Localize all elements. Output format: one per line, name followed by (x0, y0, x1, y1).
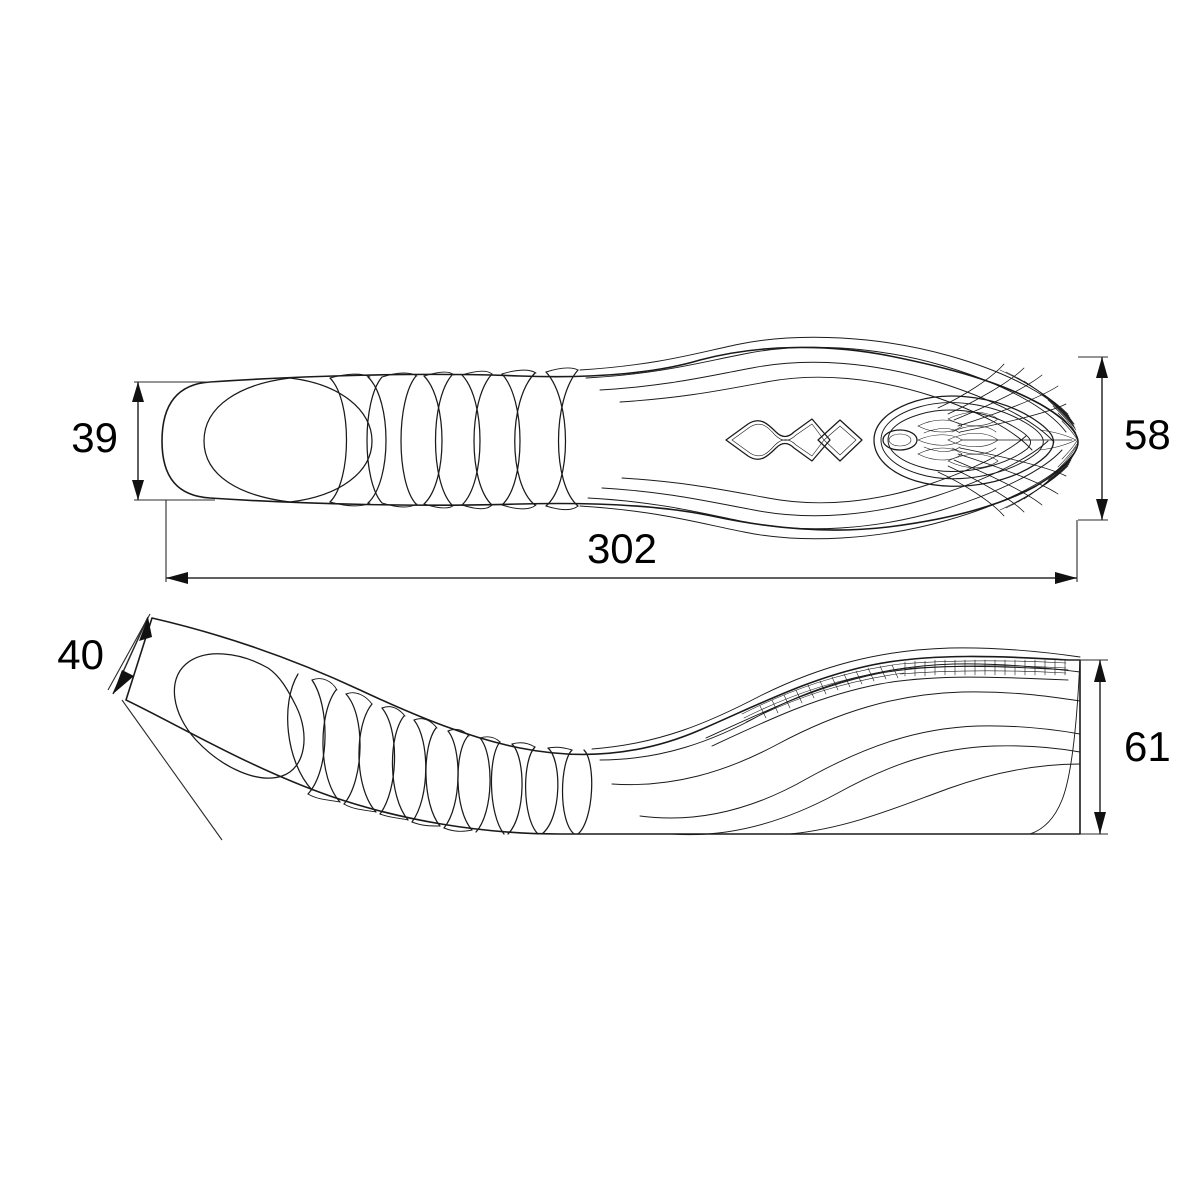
dimension-61: 61 (1000, 659, 1171, 835)
dimension-label-39: 39 (71, 414, 118, 461)
top-view-toe-ellipse (203, 377, 373, 503)
arrow-up-40 (139, 617, 152, 641)
side-view-rib-bands (287, 673, 593, 835)
side-view-scallop-edges (307, 678, 573, 832)
arrow-left-302 (166, 572, 188, 584)
arrow-down-39 (132, 480, 144, 500)
dimension-label-302: 302 (587, 525, 657, 572)
side-view-contour-lines (591, 647, 1081, 836)
arrow-down-61 (1094, 812, 1106, 834)
dimension-label-61: 61 (1124, 723, 1171, 770)
side-view-heel-hatch-band (741, 659, 1067, 723)
fan-rays (937, 363, 1078, 517)
arrow-up-58 (1096, 357, 1108, 378)
top-view-scallop-edges (329, 367, 579, 511)
single-diamond-motif (817, 419, 863, 462)
dimension-40: 40 (57, 613, 223, 841)
top-view-lower-swoosh-lines (579, 435, 1073, 540)
arrow-up-39 (132, 382, 144, 402)
top-view-rib-bands (329, 369, 579, 507)
side-view-toe-capsule (173, 653, 305, 779)
dimension-39: 39 (71, 381, 215, 501)
dimension-58: 58 (1078, 356, 1171, 521)
arrow-down-40 (113, 670, 134, 694)
arrow-up-61 (1094, 660, 1106, 682)
dimension-label-58: 58 (1124, 411, 1171, 458)
dimension-302: 302 (165, 500, 1078, 584)
top-view-group (161, 336, 1079, 540)
top-view-upper-swoosh-lines (579, 336, 1075, 451)
fan-tail-pattern (873, 363, 1078, 517)
side-view-heel-back-edge (1029, 659, 1081, 835)
dimension-label-40: 40 (57, 631, 104, 678)
fan-eye-outer (882, 429, 918, 451)
arrow-down-58 (1096, 499, 1108, 520)
arrow-right-302 (1055, 572, 1077, 584)
side-view-group (125, 617, 1081, 836)
fan-eye-inner (888, 433, 912, 447)
